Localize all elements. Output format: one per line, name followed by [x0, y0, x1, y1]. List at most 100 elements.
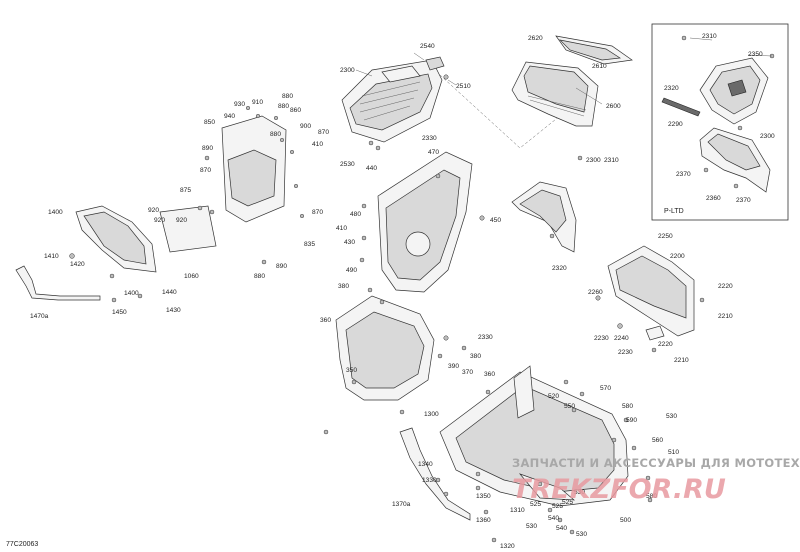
callout-930: 930 [234, 101, 245, 108]
callout-530: 530 [666, 413, 677, 420]
callout-1320: 1320 [500, 543, 515, 550]
callout-525: 525 [530, 501, 541, 508]
callout-880: 880 [270, 131, 281, 138]
callout-2620: 2620 [528, 35, 543, 42]
callout-1470a: 1470a [30, 313, 49, 320]
callout-410: 410 [312, 141, 323, 148]
callout-870: 870 [200, 167, 211, 174]
assembly-leader-line [439, 74, 587, 149]
callout-390: 390 [448, 363, 459, 370]
callout-540: 540 [556, 525, 567, 532]
callout-2510: 2510 [456, 83, 471, 90]
callout-2330: 2330 [478, 334, 493, 341]
callout-920: 920 [154, 217, 165, 224]
callout-1410: 1410 [44, 253, 59, 260]
callout-2370: 2370 [676, 171, 691, 178]
callout-1370a: 1370a [392, 501, 411, 508]
callout-1310: 1310 [510, 507, 525, 514]
upper-console-2300 [341, 52, 457, 151]
callout-1400: 1400 [48, 209, 63, 216]
callout-2320: 2320 [664, 85, 679, 92]
callout-1360: 1360 [476, 517, 491, 524]
callout-2540: 2540 [420, 43, 435, 50]
callout-1450: 1450 [112, 309, 127, 316]
callout-360: 360 [320, 317, 331, 324]
fender-2300 [511, 155, 583, 253]
cowl-2600 [511, 35, 633, 127]
side-panel-400 [359, 151, 485, 293]
callout-1430: 1430 [166, 307, 181, 314]
callout-1060: 1060 [184, 273, 199, 280]
callout-labels: 2540 2300 2510 2620 2610 2600 2310 2350 2320 2290… [30, 33, 775, 550]
drawing-code: 77C20063 [6, 541, 38, 548]
callout-2260: 2260 [588, 289, 603, 296]
callout-860: 860 [290, 107, 301, 114]
callout-2240: 2240 [614, 335, 629, 342]
bracket-assembly-850 [15, 105, 305, 303]
callout-440: 440 [366, 165, 377, 172]
callout-2300: 2300 [760, 133, 775, 140]
callout-1350: 1350 [476, 493, 491, 500]
callout-525: 525 [552, 503, 563, 510]
callout-1340: 1340 [418, 461, 433, 468]
callout-360: 360 [484, 371, 495, 378]
callout-2330: 2330 [422, 135, 437, 142]
callout-490: 490 [346, 267, 357, 274]
callout-590: 590 [626, 417, 637, 424]
callout-940: 940 [224, 113, 235, 120]
watermark-logo: TREKZFOR.RU [512, 474, 726, 505]
callout-525: 525 [562, 499, 573, 506]
callout-1330: 1330 [422, 477, 437, 484]
callout-1440: 1440 [162, 289, 177, 296]
callout-920: 920 [176, 217, 187, 224]
callout-2230: 2230 [594, 335, 609, 342]
callout-530: 530 [576, 531, 587, 538]
callout-2600: 2600 [606, 103, 621, 110]
panel-2200 [595, 245, 705, 353]
callout-850: 850 [204, 119, 215, 126]
callout-2210: 2210 [674, 357, 689, 364]
callout-510: 510 [668, 449, 679, 456]
callout-2230: 2230 [618, 349, 633, 356]
callout-875: 875 [180, 187, 191, 194]
callout-540: 540 [548, 515, 559, 522]
callout-500: 500 [620, 517, 631, 524]
callout-2300: 2300 [586, 157, 601, 164]
callout-2290: 2290 [668, 121, 683, 128]
callout-580: 580 [646, 493, 657, 500]
callout-370: 370 [462, 369, 473, 376]
callout-2300: 2300 [340, 67, 355, 74]
callout-2320: 2320 [552, 265, 567, 272]
floor-frame-500 [399, 365, 653, 543]
callout-2610: 2610 [592, 63, 607, 70]
callout-890: 890 [276, 263, 287, 270]
callout-1400: 1400 [124, 290, 139, 297]
callout-900: 900 [300, 123, 311, 130]
callout-450: 450 [490, 217, 501, 224]
callout-2220: 2220 [718, 283, 733, 290]
callout-2350: 2350 [748, 51, 763, 58]
callout-430: 430 [344, 239, 355, 246]
lower-panel-350 [323, 287, 491, 435]
p-ltd-inset [651, 23, 789, 221]
callout-530: 530 [526, 523, 537, 530]
callout-1300: 1300 [424, 411, 439, 418]
callout-835: 835 [304, 241, 315, 248]
callout-550: 550 [564, 403, 575, 410]
callout-870: 870 [312, 209, 323, 216]
callout-910: 910 [252, 99, 263, 106]
callout-2220: 2220 [658, 341, 673, 348]
callout-570: 570 [600, 385, 611, 392]
callout-2250: 2250 [658, 233, 673, 240]
callout-880: 880 [254, 273, 265, 280]
callout-350: 350 [346, 367, 357, 374]
inset-title: P-LTD [664, 208, 684, 215]
callout-2210: 2210 [718, 313, 733, 320]
callout-880: 880 [278, 103, 289, 110]
callout-870: 870 [318, 129, 329, 136]
callout-480: 480 [350, 211, 361, 218]
callout-2310: 2310 [702, 33, 717, 40]
callout-560: 560 [652, 437, 663, 444]
callout-410: 410 [336, 225, 347, 232]
callout-380: 380 [470, 353, 481, 360]
